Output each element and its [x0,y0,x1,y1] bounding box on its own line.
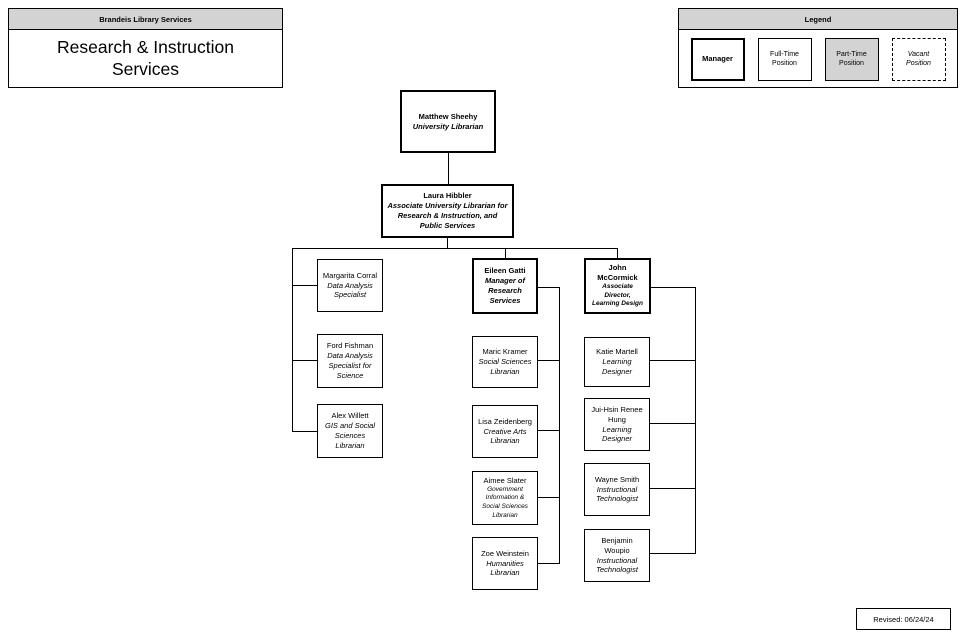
connector [650,488,695,489]
person-name: Lisa Zeidenberg [478,416,532,426]
connector [617,248,618,258]
connector [292,431,317,432]
person-title: University Librarian [412,121,484,131]
legend-item-vacant: Vacant Position [891,37,946,81]
person-name: Aimee Slater [483,475,527,485]
title-panel: Brandeis Library Services Research & Ins… [8,8,283,88]
org-node-eileen-gatti: Eileen Gatti Manager of Research Service… [472,258,538,314]
person-name: Jui-Hsin Renee Hung [591,404,643,424]
person-name: Benjamin Woupio [601,535,633,555]
connector [292,248,293,432]
person-title: Learning Designer [601,424,632,444]
org-node-lisa-zeidenberg: Lisa Zeidenberg Creative Arts Librarian [472,405,538,458]
person-name: Zoe Weinstein [481,548,529,558]
org-node-ford-fishman: Ford Fishman Data Analysis Specialist fo… [317,334,383,388]
person-name: John McCormick [597,263,638,283]
connector [292,285,317,286]
revised-date-label: Revised: 06/24/24 [873,614,934,624]
legend-item-part-time: Part-Time Position [824,37,879,81]
person-title: Associate University Librarian for Resea… [387,201,508,230]
person-name: Margarita Corral [322,270,378,280]
legend-item-full-time: Full-Time Position [757,37,812,81]
org-node-john-mccormick: John McCormick Associate Director, Learn… [584,258,651,314]
legend-panel: Legend Manager Full-Time Position Part-T… [678,8,958,88]
org-node-katie-martell: Katie Martell Learning Designer [584,337,650,387]
connector [538,430,559,431]
person-title: Associate Director, Learning Design [592,283,643,308]
org-label: Brandeis Library Services [9,9,282,30]
connector [538,563,559,564]
legend-item-manager: Manager [690,37,745,81]
org-node-alex-willett: Alex Willett GIS and Social Sciences Lib… [317,404,383,458]
connector [695,287,696,554]
person-name: Laura Hibbler [423,191,472,201]
org-node-wayne-smith: Wayne Smith Instructional Technologist [584,463,650,516]
org-node-aimee-slater: Aimee Slater Government Information & So… [472,471,538,525]
person-name: Maric Kramer [482,347,528,357]
person-name: Ford Fishman [326,341,374,351]
connector [559,287,560,564]
connector [650,423,695,424]
org-node-benjamin-woupio: Benjamin Woupio Instructional Technologi… [584,529,650,582]
connector [650,360,695,361]
connector [650,553,695,554]
connector [447,238,448,248]
connector [292,248,618,249]
person-title: Data Analysis Specialist [327,280,373,300]
legend-title: Legend [679,9,957,30]
person-title: Instructional Technologist [596,555,638,575]
org-node-margarita-corral: Margarita Corral Data Analysis Specialis… [317,259,383,312]
connector [505,248,506,258]
revised-date-box: Revised: 06/24/24 [856,608,951,630]
person-title: Humanities Librarian [486,558,524,578]
person-title: Creative Arts Librarian [483,426,527,446]
org-node-laura-hibbler: Laura Hibbler Associate University Libra… [381,184,514,238]
person-title: Learning Designer [601,357,632,376]
connector [538,497,559,498]
person-title: Data Analysis Specialist for Science [327,351,373,380]
org-node-zoe-weinstein: Zoe Weinstein Humanities Librarian [472,537,538,590]
connector [538,360,559,361]
connector [650,287,695,288]
connector [538,287,559,288]
person-name: Eileen Gatti [484,266,526,276]
person-title: Manager of Research Services [484,276,525,305]
connector [448,152,449,184]
person-title: GIS and Social Sciences Librarian [324,421,376,450]
person-name: Wayne Smith [594,474,640,484]
person-title: Government Information & Social Sciences… [482,485,528,519]
org-node-maric-kramer: Maric Kramer Social Sciences Librarian [472,336,538,388]
connector [292,360,317,361]
org-node-matthew-sheehy: Matthew Sheehy University Librarian [400,90,496,153]
person-name: Alex Willett [331,411,369,421]
person-title: Social Sciences Librarian [478,357,532,376]
person-name: Katie Martell [596,347,638,357]
page-title: Research & Instruction Services [56,36,235,79]
org-node-jui-hsin-renee-hung: Jui-Hsin Renee Hung Learning Designer [584,398,650,451]
person-title: Instructional Technologist [596,484,638,504]
person-name: Matthew Sheehy [418,111,478,121]
